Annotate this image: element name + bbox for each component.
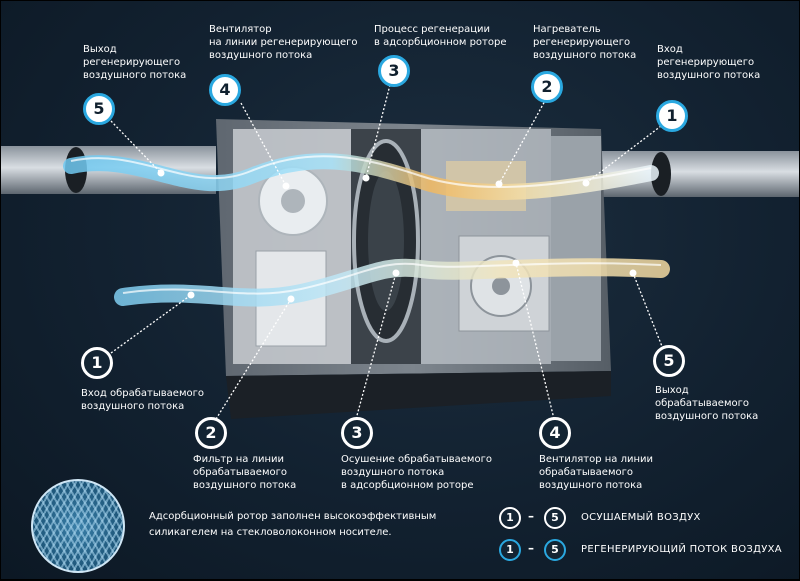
label-line: воздушного потока [539,480,643,491]
legend-dried-to: 5 [544,507,566,529]
rotor-material-image [31,479,125,573]
point-top1 [582,179,590,187]
badge-regeneration-2: 2 [531,71,563,103]
label-line: регенерирующего [657,57,755,68]
label-line: воздушного потока [209,50,313,61]
point-bot1 [187,291,195,299]
legend-dried-dash: – [528,509,534,523]
label-line: Вентилятор на линии [539,454,654,465]
label-line: Фильтр на линии [193,454,285,465]
label-line: регенерирующего [83,57,181,68]
label-process-drying: Осушение обрабатываемого воздушного пото… [341,453,492,492]
leader-bot2 [215,298,292,420]
legend-regeneration-to: 5 [544,539,566,561]
badge-process-3: 3 [341,417,373,449]
label-line: воздушного потока [83,70,187,81]
label-line: воздушного потока [533,50,637,61]
note-line: Адсорбционный ротор заполнен высокоэффек… [149,511,437,522]
label-process-filter: Фильтр на линии обрабатываемого воздушно… [193,453,296,492]
label-regeneration-fan: Вентилятор на линии регенерирующего возд… [209,23,358,62]
rotor-note: Адсорбционный ротор заполнен высокоэффек… [149,509,436,541]
label-regeneration-process: Процесс регенерации в адсорбционном рото… [374,23,507,49]
badge-regeneration-5: 5 [83,93,115,125]
badge-process-1: 1 [81,347,113,379]
badge-process-4: 4 [539,417,571,449]
point-top3 [362,174,370,182]
label-regeneration-outlet: Выход регенерирующего воздушного потока [83,43,186,82]
legend-dried-from: 1 [499,507,521,529]
leader-bot5 [632,272,664,350]
point-bot4 [512,259,520,267]
label-line: воздушного потока [341,467,445,478]
point-top2 [495,180,503,188]
legend-regeneration-label: РЕГЕНЕРИРУЮЩИЙ ПОТОК ВОЗДУХА [581,544,782,555]
leader-bot4 [515,262,555,420]
legend-dried-label: ОСУШАЕМЫЙ ВОЗДУХ [581,512,701,523]
regeneration-fan [258,166,328,236]
label-line: обрабатываемого [655,398,749,409]
label-line: Осушение обрабатываемого [341,454,492,465]
leader-bot1 [110,294,192,354]
label-line: Выход [655,385,689,396]
label-line: регенерирующего [533,37,631,48]
leader-top2 [498,98,547,185]
label-line: воздушного потока [193,480,297,491]
label-process-fan: Вентилятор на линии обрабатываемого возд… [539,453,653,492]
process-airflow [114,258,670,307]
point-bot5 [629,269,637,277]
legend-regeneration-from: 1 [499,539,521,561]
flow-points [157,169,637,303]
label-line: обрабатываемого [193,467,287,478]
badge-regeneration-4: 4 [209,74,241,106]
regeneration-airflow [63,153,659,201]
label-regeneration-heater: Нагреватель регенерирующего воздушного п… [533,23,636,62]
note-line: силикагелем на стекловолоконном носителе… [149,527,392,538]
leader-lines [110,80,664,420]
point-top5 [157,169,165,177]
label-line: воздушного потока [655,411,759,422]
badge-regeneration-1: 1 [656,100,688,132]
label-line: в адсорбционном роторе [374,37,507,48]
label-line: Вход [657,44,683,55]
badge-process-2: 2 [195,417,227,449]
label-line: в адсорбционном роторе [341,480,474,491]
label-line: Нагреватель [533,24,601,35]
label-line: воздушного потока [657,70,761,81]
label-line: воздушного потока [81,401,185,412]
leader-top3 [365,80,392,179]
badge-process-5: 5 [653,345,685,377]
label-process-outlet: Выход обрабатываемого воздушного потока [655,384,758,423]
point-bot3 [392,269,400,277]
label-process-inlet: Вход обрабатываемого воздушного потока [81,387,204,413]
label-line: Выход [83,44,117,55]
legend-regeneration-dash: – [528,541,534,555]
badge-regeneration-3: 3 [378,55,410,87]
leader-bot3 [355,272,397,420]
label-line: Процесс регенерации [374,24,490,35]
label-regeneration-inlet: Вход регенерирующего воздушного потока [657,43,760,82]
label-line: обрабатываемого [539,467,633,478]
leader-top5 [110,120,162,174]
label-line: на линии регенерирующего [209,37,358,48]
point-bot2 [287,295,295,303]
point-top4 [282,182,290,190]
label-line: Вентилятор [209,24,272,35]
label-line: Вход обрабатываемого [81,388,204,399]
